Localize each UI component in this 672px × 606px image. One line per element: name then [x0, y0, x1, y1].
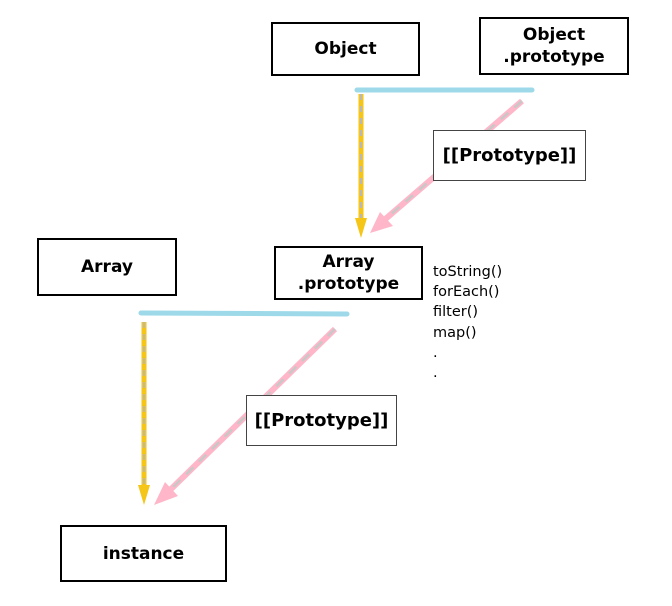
array-prototype-methods-list: toString() forEach() filter() map() . . — [433, 262, 502, 383]
array-node: Array — [37, 238, 177, 296]
method-item: filter() — [433, 304, 479, 321]
prototype-link-text: [[Prototype]] — [254, 410, 389, 431]
array-constructor-bar — [138, 310, 350, 317]
object-prototype-node-label-line1: Object — [522, 25, 586, 45]
array-prototype-node-label-line2: .prototype — [297, 274, 400, 294]
array-prototype-node-label-line1: Array — [322, 252, 375, 272]
object-node-label: Object — [314, 39, 377, 59]
method-item: . — [433, 365, 438, 382]
method-item: map() — [433, 324, 477, 341]
object-prototype-link-label: [[Prototype]] — [433, 130, 586, 181]
instance-node: instance — [60, 525, 227, 582]
object-to-array-prototype-arrow — [355, 94, 367, 238]
object-prototype-node-label-line2: .prototype — [503, 47, 605, 67]
method-item: forEach() — [433, 284, 500, 301]
array-prototype-link-label: [[Prototype]] — [246, 395, 397, 446]
object-prototype-node: Object .prototype — [479, 17, 629, 75]
method-item: toString() — [433, 264, 503, 280]
object-node: Object — [271, 22, 420, 76]
method-item: . — [433, 344, 438, 361]
array-to-instance-arrow — [138, 322, 150, 505]
array-node-label: Array — [81, 257, 133, 277]
prototype-link-text: [[Prototype]] — [442, 145, 577, 166]
instance-node-label: instance — [102, 543, 185, 564]
array-prototype-node: Array .prototype — [274, 246, 423, 300]
